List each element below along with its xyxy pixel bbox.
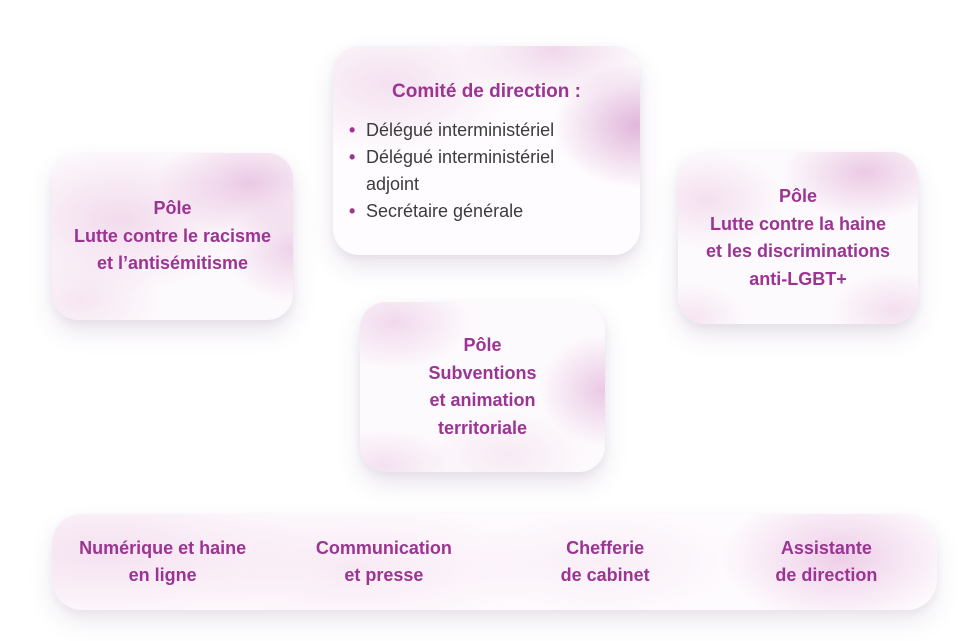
comite-direction-title: Comité de direction : [392,81,581,102]
bottom-bar: Numérique et haine en ligne Communicatio… [52,514,937,610]
bottom-bar-item-assistante: Assistante de direction [775,537,878,586]
comite-direction-box: Comité de direction : Délégué interminis… [333,46,640,255]
bottom-bar-item-numerique: Numérique et haine en ligne [79,537,247,586]
bottom-bar-item-communication: Communication et presse [315,537,452,586]
list-item-secretaire-generale: Secrétaire générale [347,198,609,225]
pole-racisme-antisemitisme-label: Pôle Lutte contre le racisme et l’antisé… [73,198,272,274]
pole-haine-anti-lgbt-label: Pôle Lutte contre la haine et les discri… [705,186,891,289]
bottom-bar-item-chefferie: Chefferie de cabinet [560,537,650,586]
pole-subventions-label: Pôle Subventions et animation territoria… [428,335,537,438]
comite-member-list: Délégué interministériel Délégué intermi… [347,117,609,225]
list-item-delegue-adjoint: Délégué interministériel adjoint [347,144,609,198]
list-item-delegue: Délégué interministériel [347,117,609,144]
pole-racisme-antisemitisme-box: Pôle Lutte contre le racisme et l’antisé… [52,153,293,320]
pole-haine-anti-lgbt-box: Pôle Lutte contre la haine et les discri… [678,152,918,324]
pole-subventions-box: Pôle Subventions et animation territoria… [360,302,605,472]
